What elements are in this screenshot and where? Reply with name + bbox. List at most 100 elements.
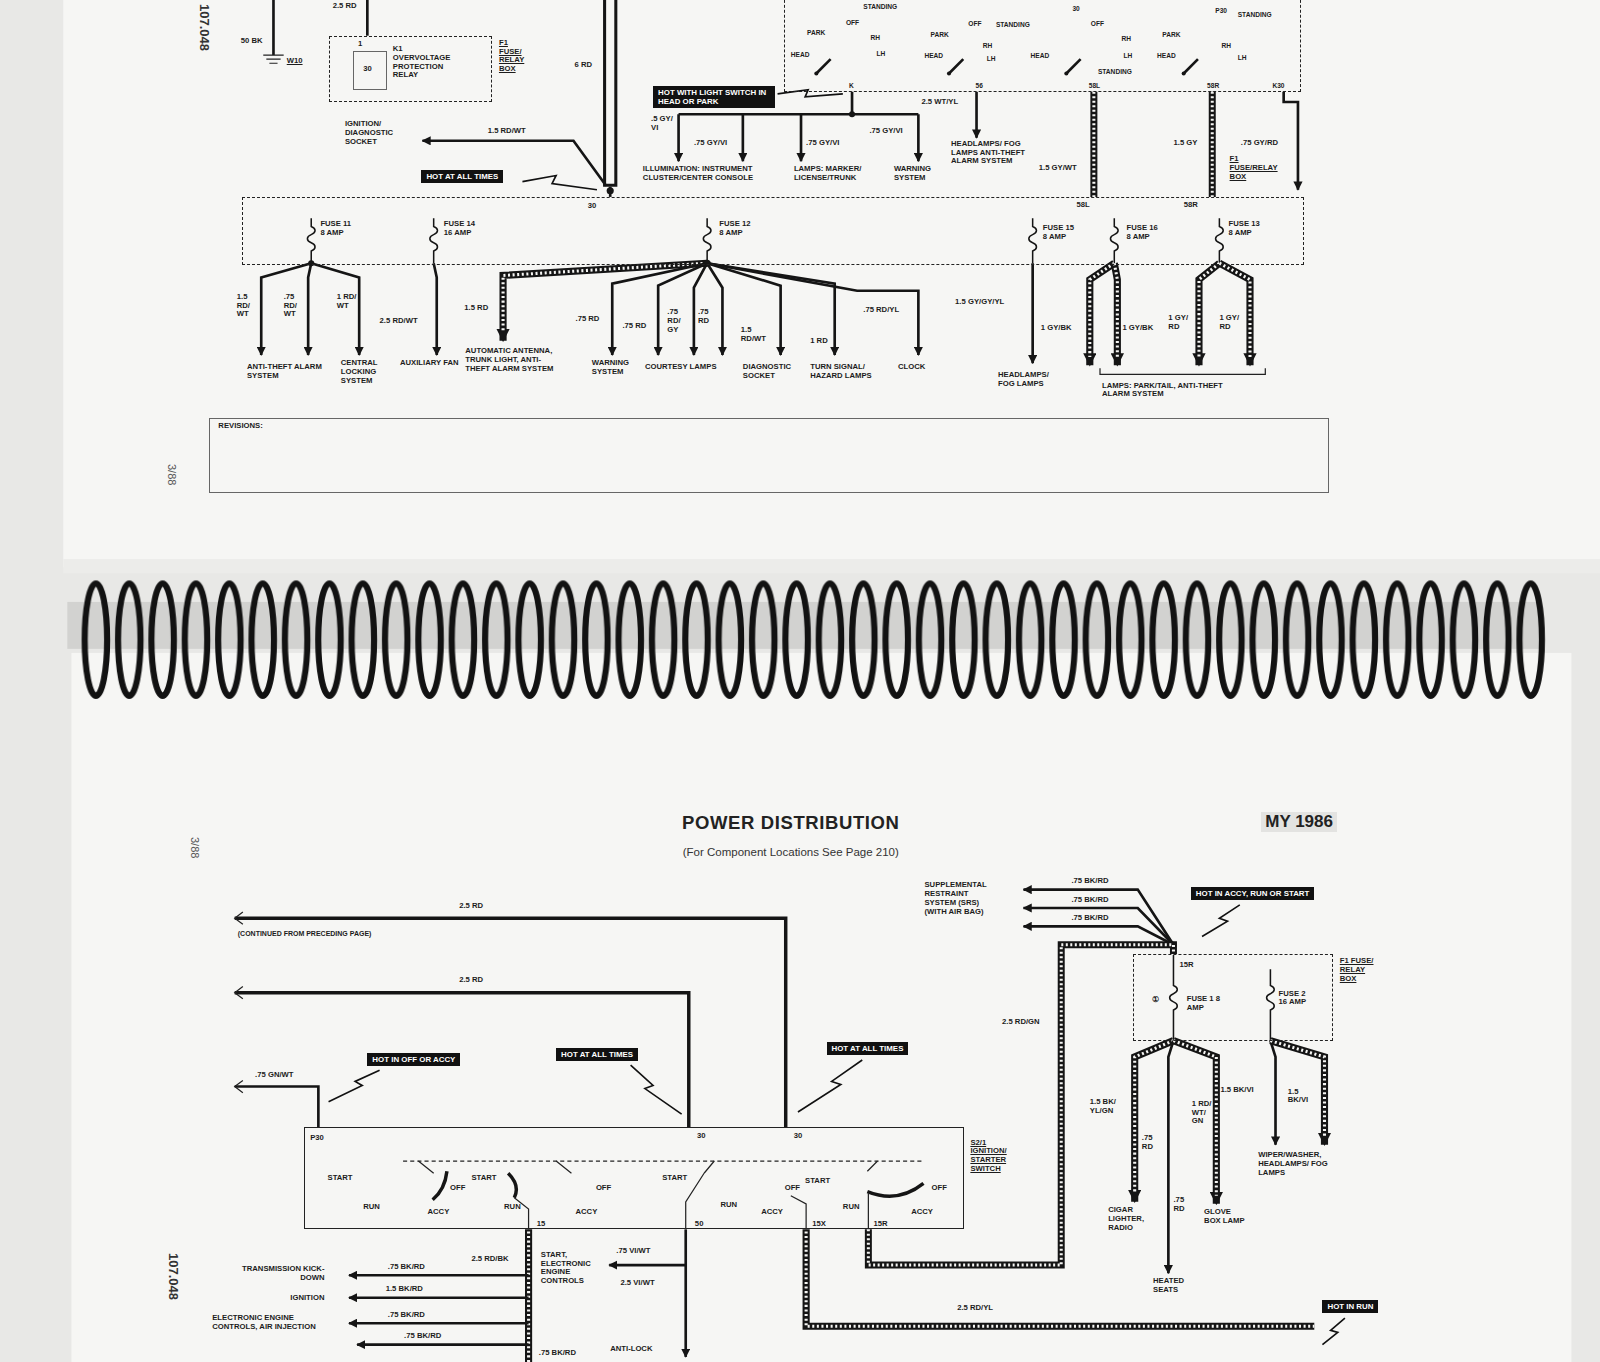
switch-contact-label: RH [983,42,993,50]
switch-contact-label: RH [1121,35,1131,43]
destination-label: CIGAR LIGHTER, RADIO [1108,1206,1153,1233]
light-switch-box: STANDING PARK OFF RH LH HEAD PARK OFF STANDING RH… [784,0,1301,92]
destination-label: AUXILIARY FAN [400,359,459,368]
switch-contact-label: STANDING [863,3,897,11]
fuse-label: FUSE 2 16 AMP [1279,990,1314,1008]
wire-label: .75 BK/RD [388,1263,425,1272]
wire-label: .75 VI/WT [616,1247,650,1256]
wire-label: .75 RD [1173,1196,1189,1214]
destination-label: TURN SIGNAL/ HAZARD LAMPS [810,363,888,381]
switch-position-label: RUN [504,1203,521,1212]
destination-label: LAMPS: MARKER/ LICENSE/TRUNK [794,165,876,183]
wire-label: .75 GN/WT [255,1071,293,1080]
hot-tag-text: HOT AT ALL TIMES [561,1050,633,1059]
switch-position-label: ACCY [575,1208,597,1217]
wire-label: 1 GY/ RD [1168,314,1190,332]
wire-label: .75 GY/VI [806,139,839,148]
switch-position-label: 15X [812,1220,826,1229]
pin-label: 30 [363,65,372,74]
wire-label: .75 RD/ WT [284,293,306,320]
wire-label: 1.5 RD/WT [488,127,526,136]
wire-label: 1 GY/BK [1041,324,1072,333]
switch-contact-label: HEAD [1031,52,1050,60]
switch-contact-label: STANDING [1098,68,1132,76]
page-code: 107.048 [196,4,211,51]
switch-position-label: OFF [450,1184,465,1193]
switch-contact-label: 58R [1207,82,1219,90]
switch-contact-label: K30 [1272,82,1284,90]
switch-contact-label: STANDING [1238,11,1272,19]
switch-contact-label: OFF [846,19,859,27]
wire-stripe [868,945,1173,1265]
fuse-label: FUSE 11 8 AMP [320,220,355,238]
destination-label: CENTRAL LOCKING SYSTEM [341,359,392,386]
wire-label: 6 RD [574,61,592,70]
page-date: 3/88 [165,464,178,485]
switch-contact-label: RH [1221,42,1231,50]
switch-position-label: RUN [720,1201,737,1210]
ignition-switch: P303030STARTRUNOFFACCYSTARTRUNACCYOFFSTA… [304,1127,964,1229]
destination-label: DIAGNOSTIC SOCKET [743,363,800,381]
wire-label: .75 RD [576,315,600,324]
switch-contact-label: 56 [975,82,982,90]
wire-label: 2.5 RD [459,902,483,911]
note: (CONTINUED FROM PRECEDING PAGE) [238,930,372,938]
wire [1090,92,1097,197]
wire-label: .75 RD/ GY [667,308,689,335]
fuse-label: ① [1152,996,1159,1005]
switch-contact-label: P30 [1215,7,1227,15]
hot-tag: HOT AT ALL TIMES [421,170,503,183]
destination-label: ANTI-THEFT ALARM SYSTEM [247,363,329,381]
hot-tag: HOT IN OFF OR ACCY [367,1053,460,1066]
hot-tag: HOT WITH LIGHT SWITCH IN HEAD OR PARK [653,86,775,108]
wire-label: 2.5 RD/GN [1002,1018,1040,1027]
wire [1209,92,1216,197]
wire-label: 1 RD/ WT/ GN [1192,1100,1212,1127]
destination-label: WARNING SYSTEM [592,359,637,377]
wire-label: 2.5 RD/BK [471,1255,508,1264]
hot-tag-text: HOT IN RUN [1327,1302,1373,1311]
wire [868,945,1173,1265]
hot-tag: HOT IN ACCY, RUN OR START [1191,887,1315,900]
wire-label: .75 GY/VI [694,139,727,148]
fuse-box: 30FUSE 11 8 AMPFUSE 14 16 AMPFUSE 12 8 A… [242,197,1304,265]
switch-contact-label: PARK [1162,31,1180,39]
wire-label: 1.5 BK/RD [386,1285,423,1294]
switch-contact-label: OFF [968,20,981,28]
fuse-label: 58R [1184,201,1198,210]
wire-label: .75 GY/VI [869,127,902,136]
switch-contact-label: PARK [807,29,825,37]
destination-label: ANTI-LOCK [610,1345,652,1354]
switch-contact-label: HEAD [1157,52,1176,60]
switch-position-label: OFF [785,1184,800,1193]
switch-contact-label: OFF [1091,20,1104,28]
destination-label: WIPER/WASHER, HEADLAMPS/ FOG LAMPS [1258,1151,1350,1178]
wire-label: .75 BK/RD [1071,877,1108,886]
fuse-label: FUSE 1 8 AMP [1187,995,1222,1013]
switch-position-label: 30 [794,1132,803,1141]
hot-tag: HOT AT ALL TIMES [556,1048,638,1061]
hot-tag-text: HOT AT ALL TIMES [426,172,498,181]
destination-label: IGNITION [263,1294,324,1303]
fuse-label: 30 [588,202,597,211]
switch-position-label: 50 [695,1220,704,1229]
wire-label: .75 GY/RD [1241,139,1278,148]
switch-position-label: ACCY [428,1208,450,1217]
destination-label: IGNITION/ DIAGNOSTIC SOCKET [345,120,408,147]
wire-label: 1.5 BK/VI [1220,1086,1253,1095]
revisions-heading: REVISIONS: [218,422,262,431]
destination-label: F1 FUSE/RELAY BOX [1230,155,1273,182]
switch-position-label: P30 [310,1134,324,1143]
switch-position-label: 15 [537,1220,546,1229]
destination-label: COURTESY LAMPS [645,363,737,372]
fuse-label: FUSE 14 16 AMP [444,220,483,238]
switch-contact-label: 58L [1089,82,1100,90]
switch-contact-label: LH [1238,54,1247,62]
component-label: F1 FUSE/ RELAY BOX [499,39,532,74]
fuse-label: FUSE 13 8 AMP [1229,220,1264,238]
switch-contact-label: K [849,82,854,90]
switch-position-label: START [471,1174,496,1183]
switch-contact-label: RH [870,34,880,42]
wire-stripe [1211,92,1214,197]
